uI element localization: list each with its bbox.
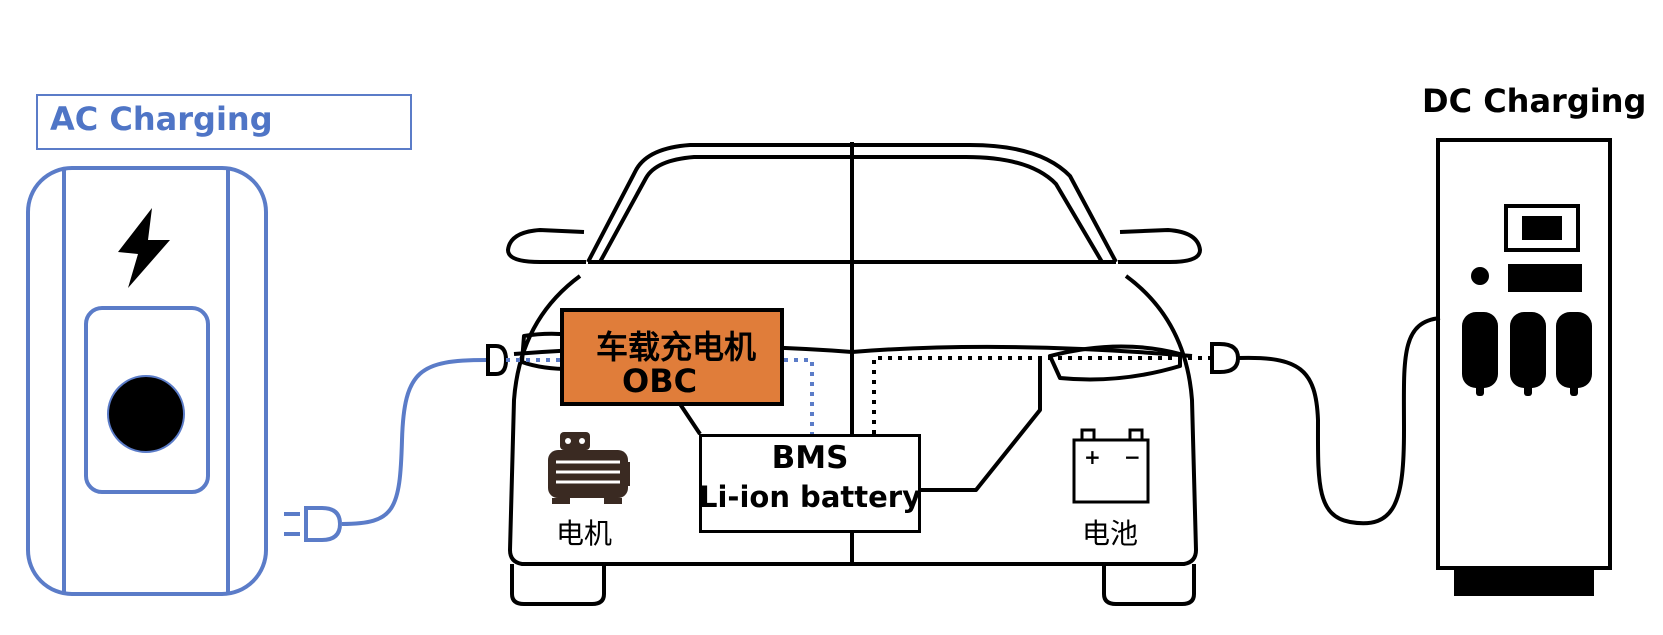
battery-plus: + <box>1084 445 1101 469</box>
ac-socket-icon <box>107 375 185 453</box>
battery-minus: − <box>1124 445 1141 469</box>
ac-charging-title: AC Charging <box>50 100 273 138</box>
li-ion-battery-label: Li-ion battery <box>699 480 921 514</box>
bms-label: BMS <box>771 440 849 476</box>
ac-cable <box>341 358 487 526</box>
obc-label-en: OBC <box>622 362 698 400</box>
ac-charger-body <box>26 166 268 596</box>
dc-charging-title: DC Charging <box>1422 82 1647 120</box>
obc-bms-link-dotted <box>784 358 814 434</box>
motor-label: 电机 <box>556 517 613 550</box>
obc-label-cn: 车载充电机 <box>596 328 757 366</box>
ac-socket-frame <box>84 306 210 494</box>
dc-charger-panel <box>1508 264 1582 292</box>
dc-charger-body <box>1436 138 1612 570</box>
ac-charger <box>26 166 268 596</box>
dc-charger-base <box>1454 570 1594 596</box>
dc-cable <box>1237 316 1441 526</box>
dc-charger-screen-inner <box>1522 216 1562 240</box>
dc-charger-screen <box>1504 204 1580 252</box>
dc-link-dotted <box>872 356 1210 434</box>
motor-icon <box>548 432 630 504</box>
dc-plug-icon <box>1462 312 1592 396</box>
ac-charging-title-box <box>36 94 412 150</box>
battery-label: 电池 <box>1082 517 1139 550</box>
dc-inlet-icon <box>1210 342 1241 374</box>
ac-inlet-icon <box>486 344 509 376</box>
car-outline <box>506 143 1202 606</box>
battery-icon: + − <box>1072 428 1150 504</box>
obc-box <box>560 308 784 406</box>
dc-charger <box>1436 138 1612 596</box>
dc-charger-indicator <box>1471 267 1489 285</box>
lightning-icon <box>118 208 170 288</box>
ac-plug-icon <box>284 506 343 542</box>
bms-box <box>699 434 921 533</box>
